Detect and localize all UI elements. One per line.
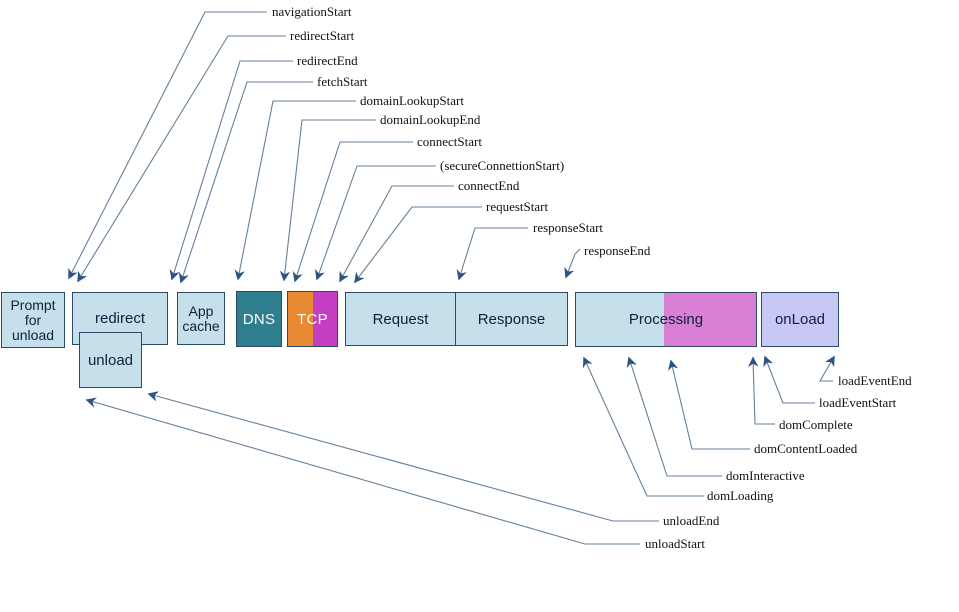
line-dom-loading — [582, 356, 704, 497]
line-load-event-start — [763, 355, 815, 404]
line-dom-interactive — [626, 356, 722, 477]
callout-load-event-start: loadEventStart — [819, 395, 897, 410]
line-dom-complete — [748, 356, 775, 425]
unload-label: unload — [87, 351, 134, 369]
line-connect-end — [339, 185, 454, 283]
onload-box: onLoad — [761, 292, 839, 347]
line-unload-start — [85, 397, 640, 545]
callout-connect-end: connectEnd — [458, 178, 520, 193]
request-label: Request — [372, 310, 429, 328]
response-box: Response — [455, 292, 568, 346]
callout-connect-start: connectStart — [417, 134, 482, 149]
redirect-label: redirect — [94, 310, 146, 327]
tcp-box: TCP — [287, 291, 338, 347]
line-redirect-start — [77, 35, 286, 283]
line-domain-lookup-start — [234, 100, 356, 281]
line-load-event-end — [819, 355, 835, 382]
line-response-end — [564, 248, 581, 279]
callout-domain-lookup-start: domainLookupStart — [360, 93, 464, 108]
callout-request-start: requestStart — [486, 199, 549, 214]
callout-dom-complete: domComplete — [779, 417, 853, 432]
processing-interactive-segment — [664, 293, 756, 346]
line-connect-start — [292, 141, 413, 283]
callout-navigation-start: navigationStart — [272, 4, 352, 19]
line-domain-lookup-end — [279, 119, 376, 282]
line-secure-connection-start — [315, 165, 436, 281]
processing-label: Processing — [628, 311, 704, 328]
line-dom-content-loaded — [667, 359, 750, 450]
unload-box: unload — [79, 332, 142, 388]
callout-dom-interactive: domInteractive — [726, 468, 805, 483]
callout-redirect-end: redirectEnd — [297, 53, 358, 68]
line-fetch-start — [178, 81, 313, 284]
line-navigation-start — [68, 11, 267, 280]
callout-unload-start: unloadStart — [645, 536, 705, 551]
line-unload-end — [147, 391, 659, 522]
line-request-start — [354, 206, 482, 284]
line-redirect-end — [169, 60, 293, 281]
callout-dom-content-loaded: domContentLoaded — [754, 441, 858, 456]
callout-fetch-start: fetchStart — [317, 74, 368, 89]
callout-unload-end: unloadEnd — [663, 513, 720, 528]
dns-box: DNS — [236, 291, 282, 347]
processing-box: Processing — [575, 292, 757, 347]
onload-label: onLoad — [774, 311, 826, 328]
dns-label: DNS — [242, 310, 276, 328]
callout-load-event-end: loadEventEnd — [838, 373, 912, 388]
response-label: Response — [477, 310, 546, 328]
tcp-label: TCP — [297, 310, 328, 328]
app-cache-label: App cache — [182, 302, 220, 334]
prompt-for-unload-label: Prompt for unload — [10, 296, 56, 343]
tcp-secure-segment — [313, 292, 337, 346]
callout-response-end: responseEnd — [584, 243, 651, 258]
line-response-start — [456, 227, 528, 281]
callout-redirect-start: redirectStart — [290, 28, 355, 43]
callout-domain-lookup-end: domainLookupEnd — [380, 112, 481, 127]
callout-dom-loading: domLoading — [707, 488, 774, 503]
prompt-for-unload-box: Prompt for unload — [1, 292, 65, 348]
callout-secure-connection-start: (secureConnettionStart) — [440, 158, 565, 173]
callout-response-start: responseStart — [533, 220, 604, 235]
app-cache-box: App cache — [177, 292, 225, 345]
request-box: Request — [345, 292, 456, 346]
